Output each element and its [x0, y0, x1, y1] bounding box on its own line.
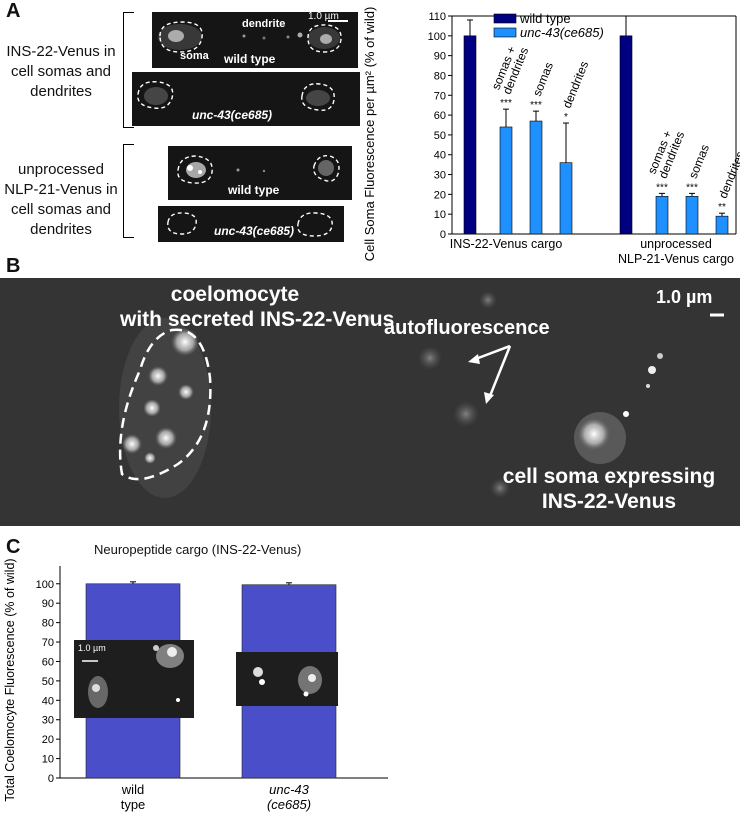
- group2-label: unprocessed NLP-21-Venus in cell somas a…: [4, 161, 118, 238]
- panel-a-significance: ***: [686, 182, 698, 193]
- panel-a-significance: **: [718, 202, 726, 213]
- panel-c-y-tick-label: 0: [48, 773, 54, 785]
- panel-b-micrograph: coelomocyte with secreted INS-22-Venus a…: [0, 278, 740, 526]
- panel-a-significance: ***: [500, 98, 512, 109]
- panel-c-y-tick-label: 100: [36, 579, 54, 591]
- micrograph-ins22-mutant: unc-43(ce685): [132, 72, 360, 126]
- micrograph-nlp21-mutant: unc-43(ce685): [158, 206, 344, 242]
- mutant-label-2: unc-43(ce685): [214, 224, 295, 238]
- panel-a-letter: A: [6, 0, 21, 22]
- soma-label: soma: [180, 50, 209, 62]
- panel-c-y-axis-label: Total Coelomocyte Fluorescence (% of wil…: [3, 558, 17, 801]
- panel-c-y-tick-label: 30: [42, 715, 54, 727]
- panel-c-y-tick-label: 60: [42, 656, 54, 668]
- panel-a-bar-label: somas: [686, 142, 712, 180]
- panel-c-y-tick-label: 90: [42, 598, 54, 610]
- panel-a-y-tick-label: 40: [434, 150, 446, 162]
- panel-c-y-tick-label: 40: [42, 695, 54, 707]
- micrograph-scale-label: 1.0 µm: [308, 12, 339, 22]
- panel-a-bar: [715, 215, 729, 235]
- panel-a-bar-label: dendrites: [560, 59, 591, 110]
- panel-a-y-tick-label: 110: [428, 11, 446, 23]
- panel-a-legend-label: unc-43(ce685): [520, 25, 604, 40]
- wild-type-label-1: wild type: [224, 52, 276, 66]
- panel-c-y-tick-label: 20: [42, 734, 54, 746]
- panel-c-y-tick-label: 70: [42, 637, 54, 649]
- panel-a-bar: [685, 196, 699, 235]
- panel-c-bar-chart: Total Coelomocyte Fluorescence (% of wil…: [3, 558, 388, 812]
- panel-a-bar: [559, 162, 573, 235]
- panel-a-bar: [619, 35, 633, 235]
- micrograph-nlp21-wild-type: wild type: [168, 146, 352, 200]
- panel-b-letter: B: [6, 255, 21, 277]
- panel-c-inset-scale-label: 1.0 µm: [78, 643, 106, 653]
- cell-soma-label: cell soma expressing INS-22-Venus: [502, 465, 716, 513]
- panel-a-legend-swatch: [493, 13, 517, 24]
- group1-label: INS-22-Venus in cell somas and dendrites: [6, 43, 116, 100]
- panel-a-bar-label: somas: [530, 60, 556, 98]
- panel-a-y-tick-label: 70: [434, 90, 446, 102]
- panel-a-y-tick-label: 80: [434, 70, 446, 82]
- panel-a-significance: ***: [530, 100, 542, 111]
- panel-a-significance: *: [564, 112, 568, 123]
- panel-b-scale-label: 1.0 µm: [656, 287, 713, 307]
- panel-a-bar-label: somas +dendrites: [489, 41, 532, 97]
- panel-a-y-tick-label: 0: [440, 229, 446, 241]
- micrograph-ins22-wild-type: soma dendrite 1.0 µm wild type: [152, 12, 358, 68]
- panel-c-title: Neuropeptide cargo (INS-22-Venus): [94, 542, 302, 557]
- panel-a-y-tick-label: 90: [434, 51, 446, 63]
- panel-a-y-tick-label: 60: [434, 110, 446, 122]
- group2-bracket: [123, 144, 134, 238]
- panel-a-y-tick-label: 20: [434, 189, 446, 201]
- panel-a-y-tick-label: 30: [434, 170, 446, 182]
- panel-a-bar: [655, 196, 669, 235]
- panel-a-significance: ***: [656, 182, 668, 193]
- panel-a-y-tick-label: 50: [434, 130, 446, 142]
- coelomocyte-label: coelomocyte with secreted INS-22-Venus: [120, 283, 395, 331]
- panel-a-legend-label: wild type: [519, 11, 571, 26]
- panel-a-bar: [499, 126, 513, 235]
- panel-c-y-tick-label: 80: [42, 618, 54, 630]
- panel-c-letter: C: [6, 536, 21, 558]
- panel-a-group-label: INS-22-Venus cargo: [450, 237, 563, 251]
- wild-type-label-2: wild type: [228, 183, 280, 197]
- panel-a-y-tick-label: 10: [434, 209, 446, 221]
- mutant-label-1: unc-43(ce685): [192, 108, 273, 122]
- panel-c-y-tick-label: 50: [42, 676, 54, 688]
- panel-a-legend-swatch: [493, 27, 517, 38]
- panel-c-category-label: unc-43(ce685): [267, 782, 311, 812]
- panel-a-y-axis-label: Cell Soma Fluorescence per µm² (% of wil…: [362, 7, 377, 262]
- panel-a-y-tick-label: 100: [428, 31, 446, 43]
- panel-a-bar: [463, 35, 477, 235]
- autofluorescence-label: autofluorescence: [384, 317, 550, 339]
- panel-a-bar: [529, 120, 543, 235]
- panel-c-inset-wild-type: 1.0 µm: [74, 640, 194, 718]
- group1-bracket: [123, 12, 134, 128]
- panel-c-inset-mutant: [236, 652, 338, 706]
- dendrite-label: dendrite: [242, 18, 286, 30]
- panel-a-bar-label: somas +dendrites: [645, 125, 688, 181]
- panel-c-y-tick-label: 10: [42, 754, 54, 766]
- panel-a-bar-chart: Cell Soma Fluorescence per µm² (% of wil…: [362, 7, 740, 266]
